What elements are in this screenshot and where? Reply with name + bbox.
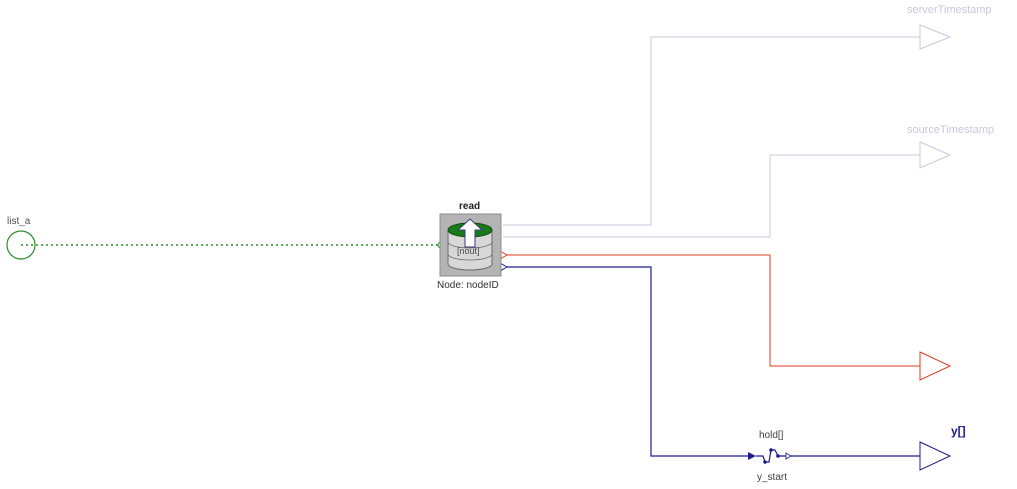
read-block-icon-text: [nout] bbox=[457, 246, 480, 256]
source-timestamp-label: sourceTimestamp bbox=[907, 124, 995, 136]
list-a-label: list_a bbox=[7, 216, 31, 227]
hold-input-port bbox=[748, 452, 756, 460]
hold-element[interactable] bbox=[748, 448, 792, 464]
red-output-connector[interactable] bbox=[919, 351, 952, 381]
y-output-label: y[] bbox=[951, 424, 966, 438]
source-timestamp-output-connector[interactable] bbox=[919, 141, 952, 169]
read-block[interactable] bbox=[439, 213, 502, 277]
hold-node-c bbox=[776, 454, 780, 458]
list-a-input-connector[interactable] bbox=[6, 230, 36, 260]
read-node-label: Node: nodeID bbox=[437, 280, 499, 291]
database-read-icon bbox=[447, 218, 493, 271]
hold-output-port bbox=[785, 452, 792, 460]
hold-label: hold[] bbox=[759, 430, 784, 441]
source-timestamp-wire[interactable] bbox=[503, 154, 922, 238]
hold-node-a bbox=[763, 460, 767, 464]
blue-output-wire[interactable] bbox=[507, 266, 748, 457]
hold-node-b bbox=[769, 448, 773, 452]
hold-param-label: y_start bbox=[757, 472, 788, 483]
server-timestamp-output-connector[interactable] bbox=[919, 24, 952, 50]
read-block-title: read bbox=[459, 201, 481, 212]
y-output-connector[interactable] bbox=[919, 441, 952, 471]
server-timestamp-wire[interactable] bbox=[503, 36, 922, 226]
red-output-wire[interactable] bbox=[507, 254, 922, 367]
server-timestamp-label: serverTimestamp bbox=[907, 4, 992, 16]
